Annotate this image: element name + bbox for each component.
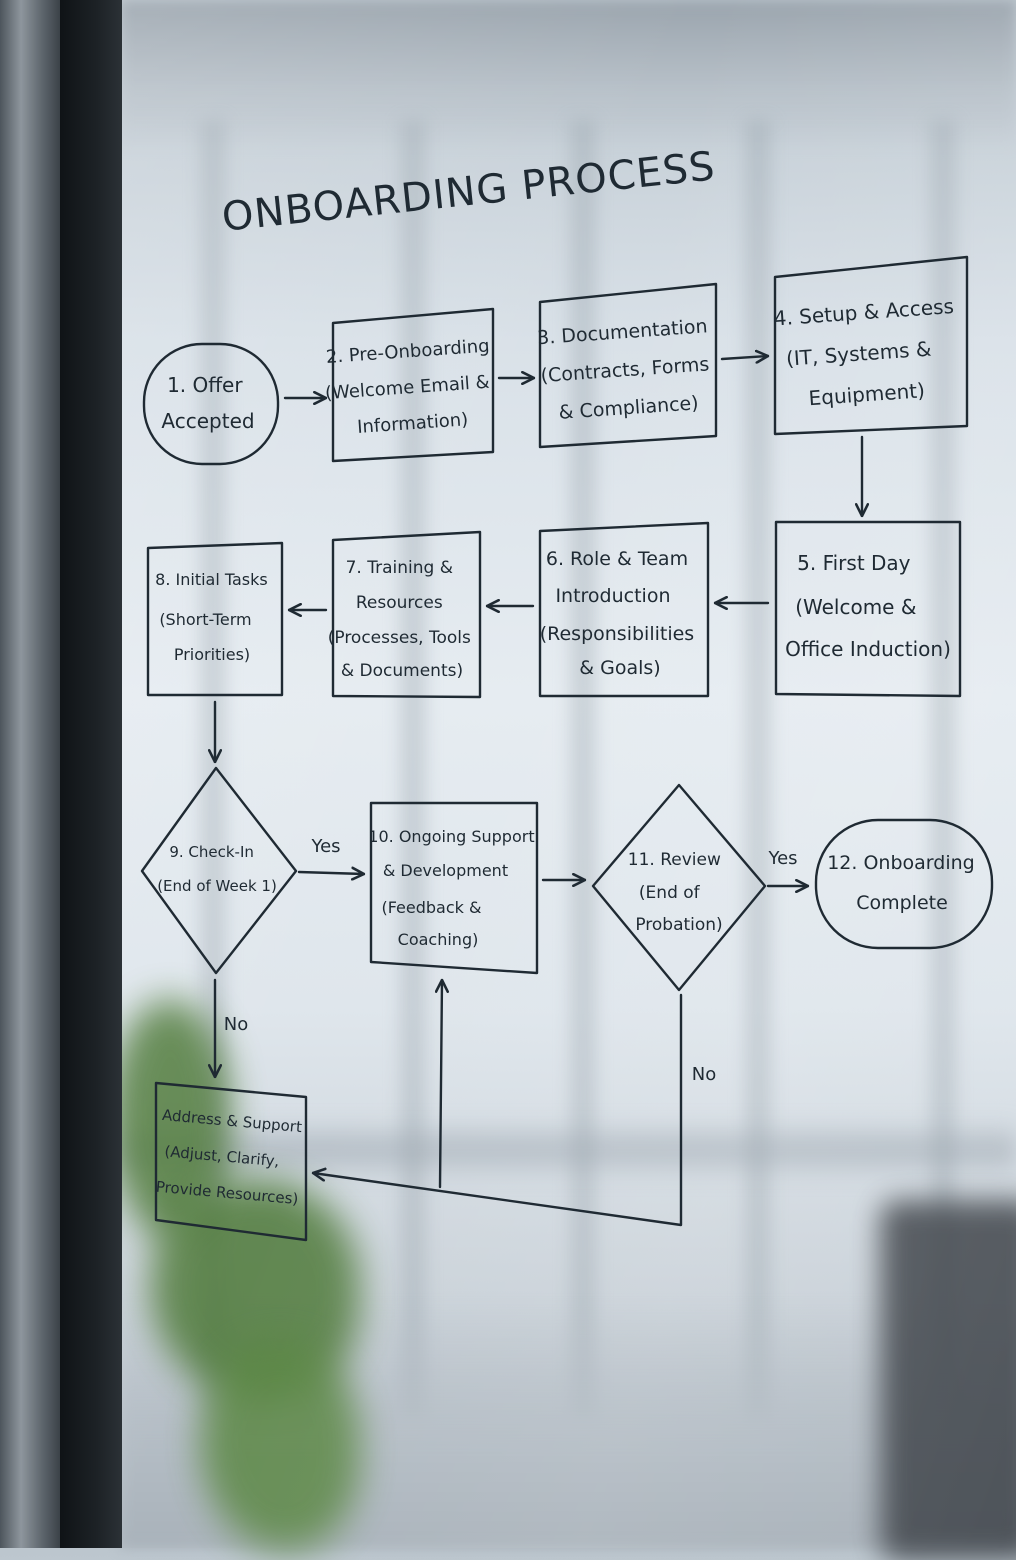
node-12-text: 12. Onboarding Complete xyxy=(827,852,981,914)
node-12-line: Complete xyxy=(856,892,948,914)
node-9-line: (End of Week 1) xyxy=(157,877,277,895)
node-2-text: 2. Pre-Onboarding (Welcome Email & Infor… xyxy=(322,335,501,440)
node-11-line: (End of xyxy=(639,883,701,903)
blurred-window-mullion xyxy=(400,120,426,1420)
window-frame-inner xyxy=(60,0,122,1548)
node-6-line: 6. Role & Team xyxy=(546,548,688,570)
arrow-9-yes-to-10 xyxy=(297,872,364,874)
arrow-3-to-4 xyxy=(720,356,768,359)
node-7-text: 7. Training & Resources (Processes, Tool… xyxy=(328,558,477,681)
node-1-offer-accepted xyxy=(142,342,280,466)
node-5-first-day xyxy=(774,520,962,698)
node-address-support xyxy=(154,1081,308,1242)
node-9-check-in-decision xyxy=(140,766,298,975)
node-3-line: (Contracts, Forms xyxy=(540,353,710,387)
node-4-line: (IT, Systems & xyxy=(785,337,932,371)
node-4-line: Equipment) xyxy=(808,378,926,410)
glass-sheen xyxy=(122,0,1016,1548)
node-7-line: & Documents) xyxy=(341,661,463,681)
blurred-window-mullion xyxy=(745,120,771,1420)
node-7-line: (Processes, Tools xyxy=(328,628,471,648)
node-7-line: 7. Training & xyxy=(346,558,453,578)
node-address-text: Address & Support (Adjust, Clarify, Prov… xyxy=(155,1106,307,1208)
blurred-ceiling xyxy=(120,0,1016,150)
node-6-text: 6. Role & Team Introduction (Responsibil… xyxy=(540,548,701,679)
label-no-review: No xyxy=(692,1064,716,1085)
node-10-line: 10. Ongoing Support xyxy=(368,827,534,846)
diagram-title: ONBOARDING PROCESS xyxy=(220,143,718,241)
node-11-review-decision xyxy=(591,783,767,992)
node-8-line: Priorities) xyxy=(174,645,250,664)
node-9-text: 9. Check-In (End of Week 1) xyxy=(157,843,277,895)
node-10-text: 10. Ongoing Support & Development (Feedb… xyxy=(368,827,539,949)
node-1-line: Accepted xyxy=(161,409,254,433)
node-5-line: 5. First Day xyxy=(797,551,911,575)
node-address-line: Address & Support xyxy=(161,1106,302,1136)
node-4-text: 4. Setup & Access (IT, Systems & Equipme… xyxy=(773,293,967,412)
blurred-skyline xyxy=(120,1120,1016,1180)
node-4-line: 4. Setup & Access xyxy=(773,294,955,331)
node-8-line: 8. Initial Tasks xyxy=(155,570,268,589)
node-9-line: 9. Check-In xyxy=(169,843,254,861)
blurred-window-mullion xyxy=(570,120,596,1420)
node-8-initial-tasks xyxy=(146,541,284,697)
node-3-line: 3. Documentation xyxy=(536,315,708,349)
label-yes-check-in: Yes xyxy=(310,836,340,857)
arrow-address-to-10 xyxy=(440,980,442,1189)
node-address-line: (Adjust, Clarify, xyxy=(164,1142,280,1170)
node-5-text: 5. First Day (Welcome & Office Induction… xyxy=(785,551,951,661)
node-6-role-team xyxy=(538,521,710,698)
node-4-setup-access xyxy=(773,255,969,436)
node-3-line: & Compliance) xyxy=(558,392,699,424)
blurred-chair xyxy=(880,1200,1016,1560)
label-yes-review: Yes xyxy=(767,848,797,869)
blurred-plant-leaf xyxy=(200,1340,360,1550)
node-2-line: (Welcome Email & xyxy=(324,372,490,404)
node-10-line: & Development xyxy=(383,861,508,880)
node-3-text: 3. Documentation (Contracts, Forms & Com… xyxy=(536,315,719,425)
node-2-line: Information) xyxy=(356,409,468,438)
node-10-line: (Feedback & xyxy=(381,898,481,917)
node-11-line: 11. Review xyxy=(628,850,721,870)
node-5-line: Office Induction) xyxy=(785,637,951,661)
node-1-text: 1. Offer Accepted xyxy=(161,373,254,433)
node-12-onboarding-complete xyxy=(814,818,994,950)
node-6-line: & Goals) xyxy=(579,657,660,679)
node-7-training xyxy=(331,530,482,699)
node-10-line: Coaching) xyxy=(398,930,479,949)
window-frame-outer xyxy=(0,0,60,1548)
node-8-text: 8. Initial Tasks (Short-Term Priorities) xyxy=(155,570,273,664)
node-8-line: (Short-Term xyxy=(159,610,251,629)
node-11-line: Probation) xyxy=(635,915,722,935)
node-6-line: (Responsibilities xyxy=(540,623,694,645)
label-no-check-in: No xyxy=(224,1014,248,1035)
node-2-pre-onboarding xyxy=(331,307,495,463)
node-6-line: Introduction xyxy=(555,585,670,607)
node-11-text: 11. Review (End of Probation) xyxy=(628,850,727,935)
node-10-ongoing-support xyxy=(369,801,539,975)
node-address-line: Provide Resources) xyxy=(155,1178,299,1208)
arrow-11-no-to-address xyxy=(313,993,683,1227)
node-7-line: Resources xyxy=(356,593,443,613)
node-12-line: 12. Onboarding xyxy=(827,852,975,874)
node-2-line: 2. Pre-Onboarding xyxy=(325,336,490,368)
node-5-line: (Welcome & xyxy=(795,595,916,619)
node-3-documentation xyxy=(538,282,718,449)
node-1-line: 1. Offer xyxy=(167,373,243,397)
